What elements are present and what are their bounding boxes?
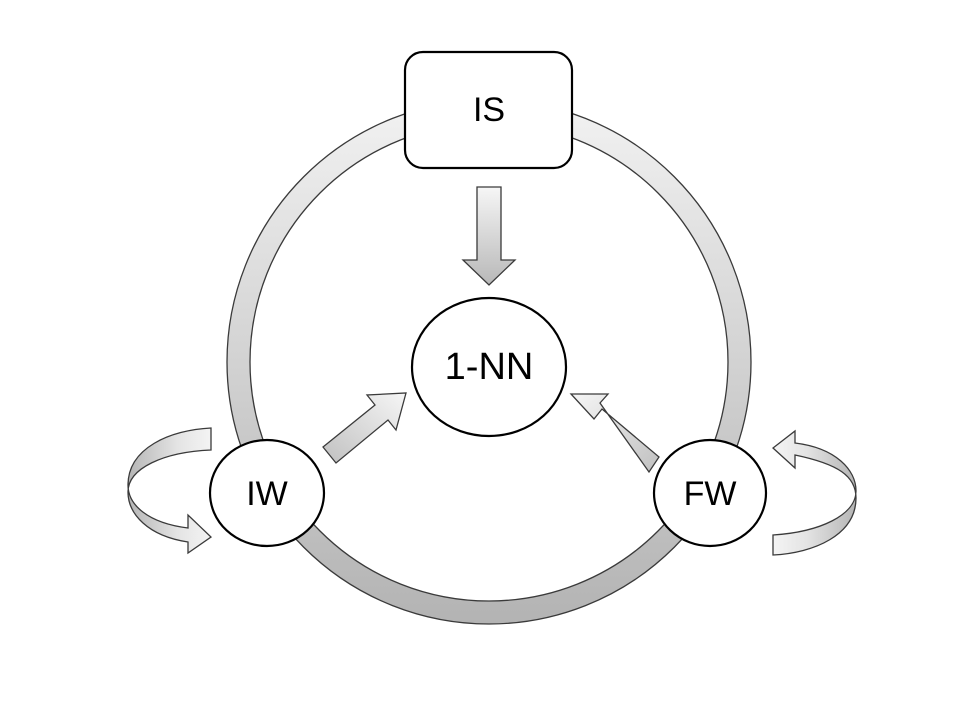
arrow-is-to-center bbox=[461, 186, 517, 286]
center-node-label: 1-NN bbox=[445, 346, 534, 388]
iw-node bbox=[208, 438, 326, 548]
outer-ring bbox=[226, 99, 752, 625]
arrow-fw-to-center bbox=[569, 393, 660, 474]
is-node bbox=[403, 50, 574, 170]
arrow-iw-to-center bbox=[322, 392, 407, 464]
fw-node bbox=[652, 438, 768, 548]
fw-loop-arrow bbox=[771, 429, 857, 556]
iw-node-label: IW bbox=[246, 475, 288, 513]
iw-loop-arrow bbox=[127, 427, 213, 555]
fw-node-label: FW bbox=[684, 475, 737, 513]
is-node-label: IS bbox=[473, 91, 505, 129]
center-node bbox=[410, 296, 568, 438]
